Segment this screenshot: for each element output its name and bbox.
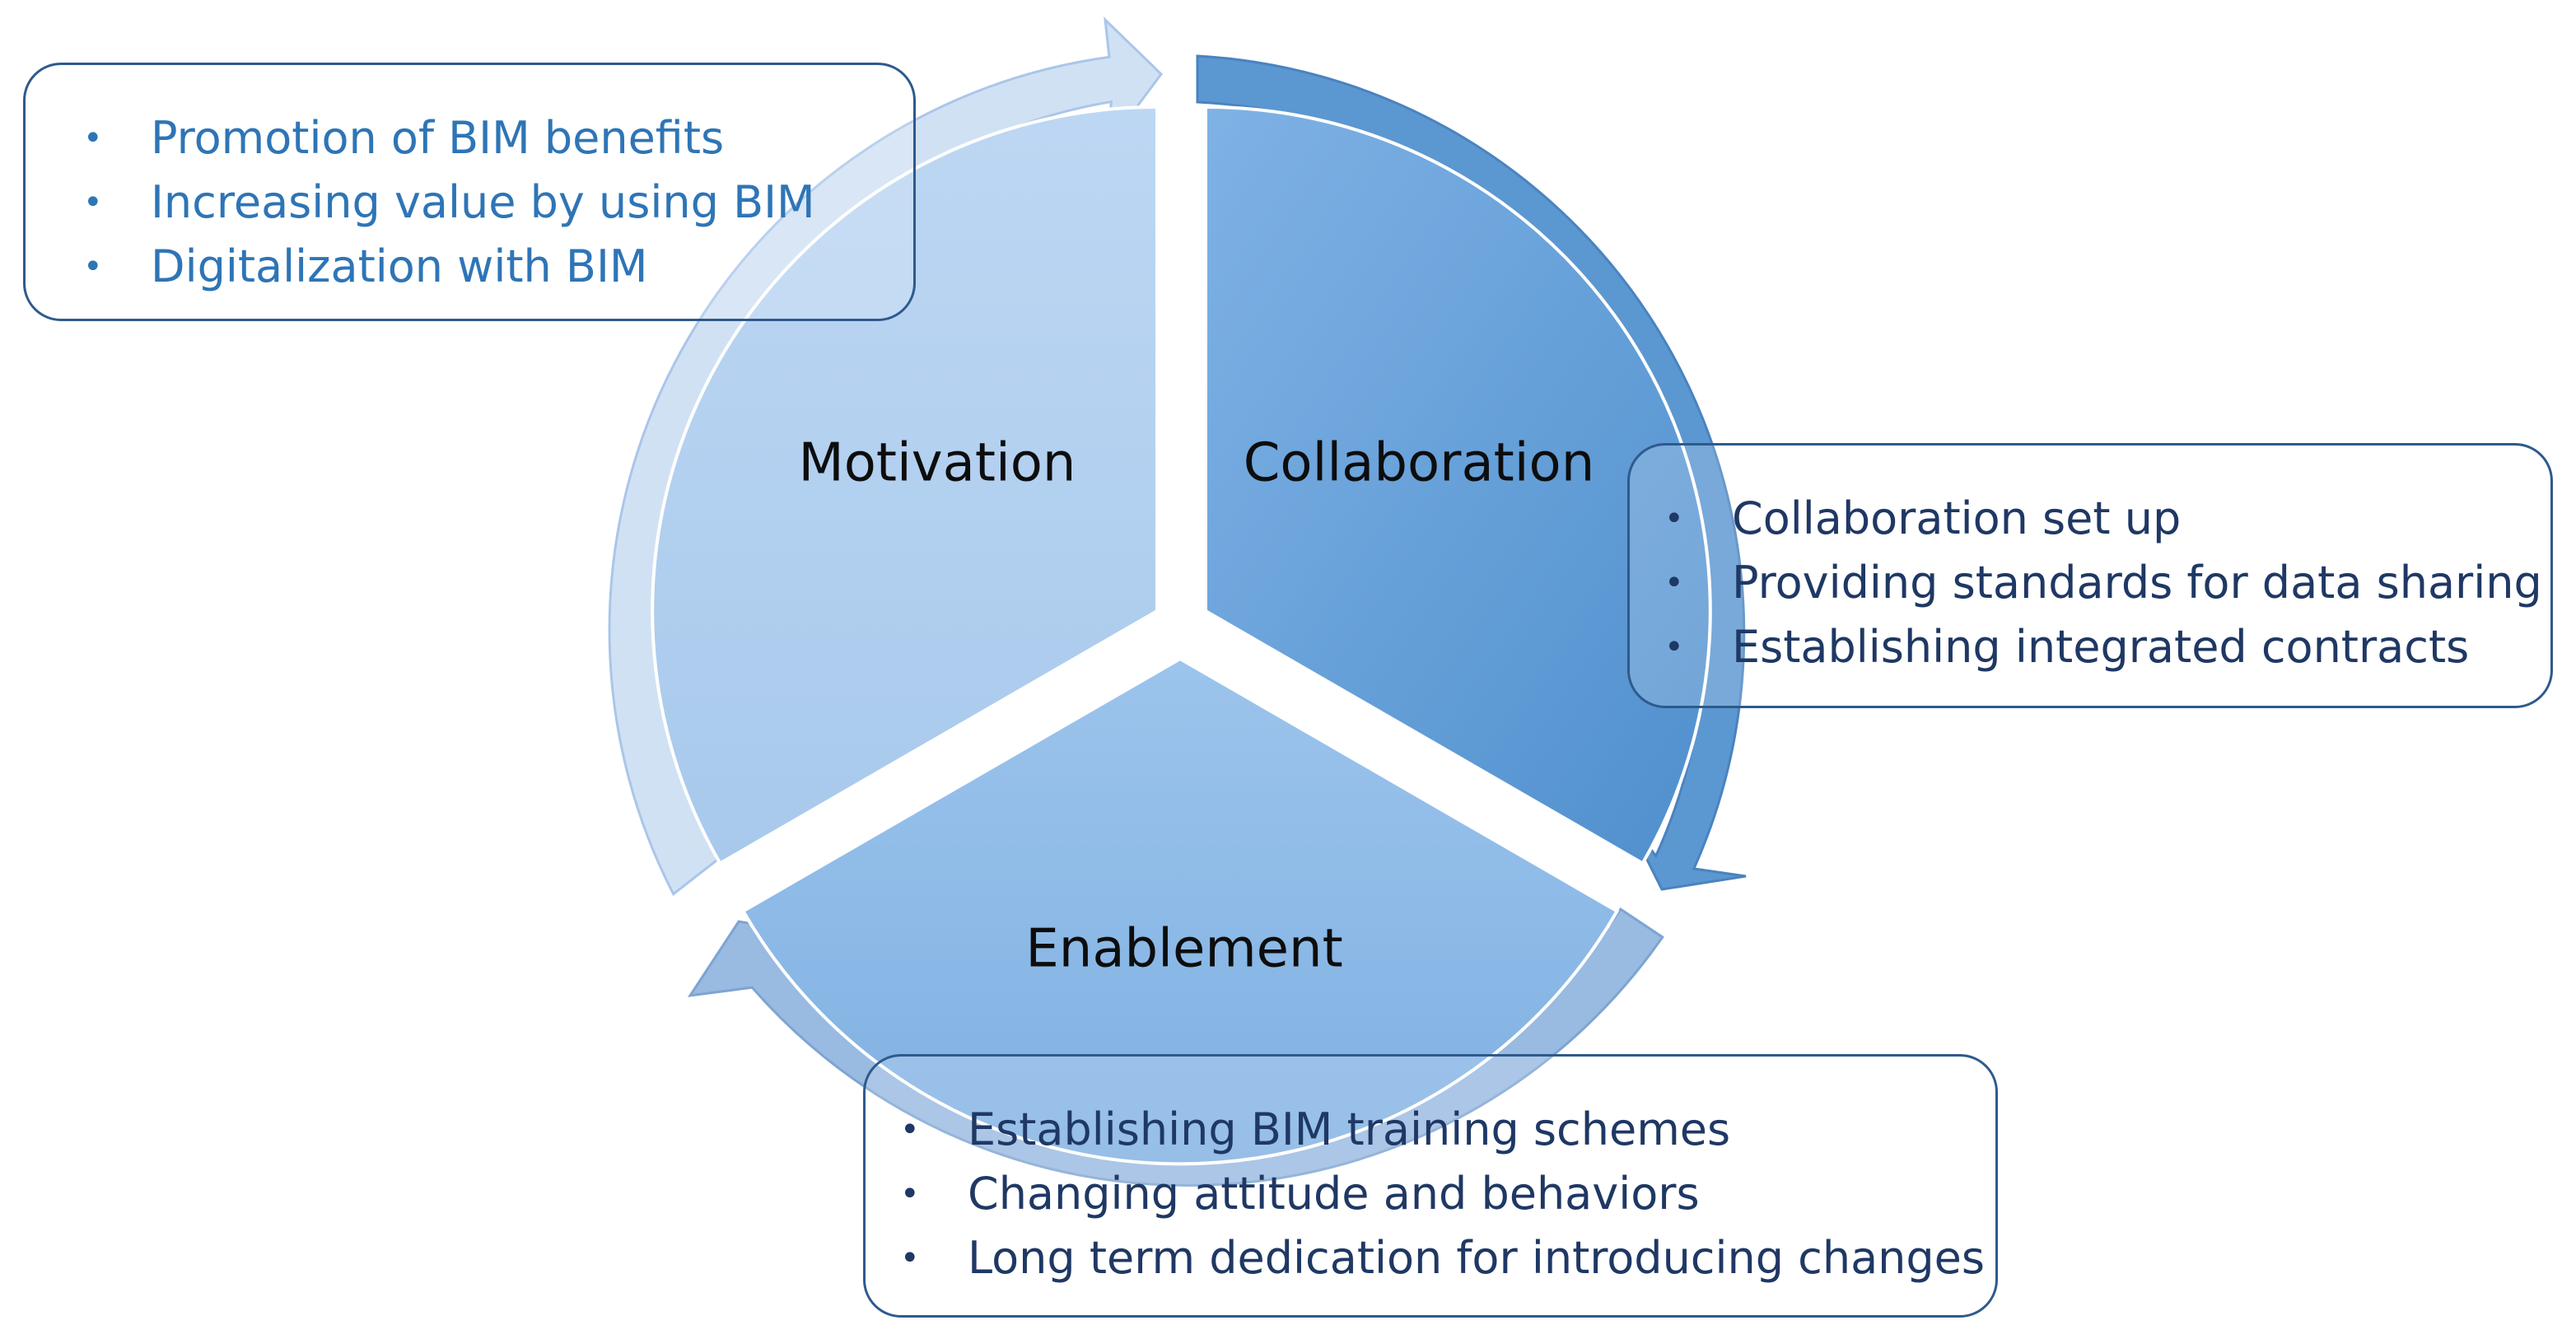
collaboration-bullet-item: •Providing standards for data sharing (1664, 557, 2542, 609)
enablement-label: Enablement (1025, 919, 1342, 980)
motivation-label: Motivation (799, 433, 1076, 494)
enablement-bullet-item: •Establishing BIM training schemes (900, 1103, 1731, 1155)
enablement-segment (740, 656, 1620, 1166)
collaboration-segment (1204, 105, 1712, 866)
enablement-bullet-item: •Long term dedication for introducing ch… (900, 1232, 1986, 1284)
collaboration-bullet-item: •Collaboration set up (1664, 492, 2182, 544)
collaboration-bullet-box: •Collaboration set up •Providing standar… (1627, 443, 2553, 708)
collaboration-bullet-item: •Establishing integrated contracts (1664, 621, 2470, 673)
enablement-bullet-item: •Changing attitude and behaviors (900, 1168, 1700, 1220)
collaboration-bullet-list: •Collaboration set up •Providing standar… (1664, 487, 2550, 679)
motivation-bullet-item: •Increasing value by using BIM (83, 176, 815, 228)
motivation-bullet-item: •Digitalization with BIM (83, 240, 648, 292)
collaboration-label: Collaboration (1244, 433, 1595, 494)
motivation-bullet-item: •Promotion of BIM benefits (83, 112, 725, 164)
motivation-bullet-box: •Promotion of BIM benefits •Increasing v… (23, 63, 916, 321)
motivation-bullet-list: •Promotion of BIM benefits •Increasing v… (83, 106, 913, 299)
motivation-segment (651, 105, 1159, 866)
enablement-bullet-list: •Establishing BIM training schemes •Chan… (900, 1098, 1995, 1290)
enablement-bullet-box: •Establishing BIM training schemes •Chan… (863, 1054, 1998, 1318)
